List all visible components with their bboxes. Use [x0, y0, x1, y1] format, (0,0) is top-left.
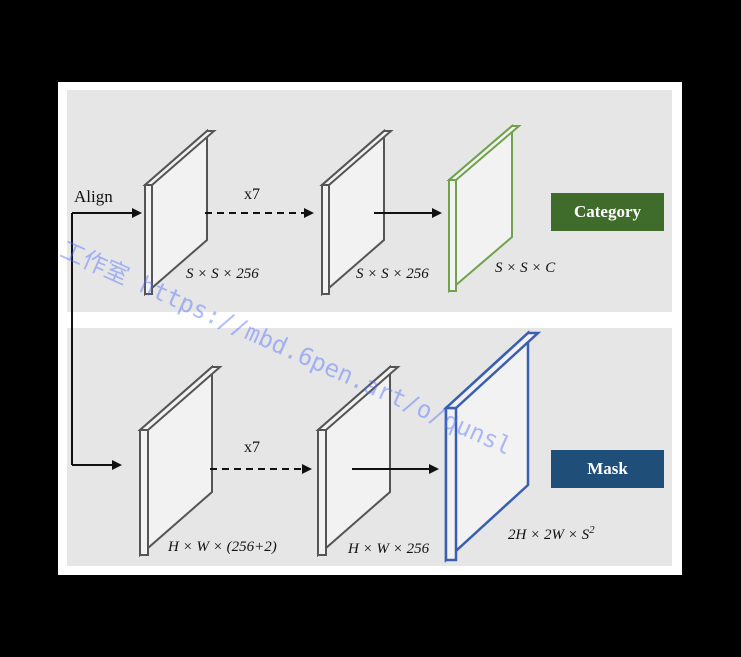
- align-label: Align: [74, 187, 113, 206]
- category-output-label: S × S × C: [495, 260, 556, 276]
- mask-badge: Mask: [551, 450, 664, 488]
- bottom-block-2: [315, 364, 401, 558]
- top-block-2: [319, 128, 394, 297]
- bottom-repeat-label: x7: [244, 439, 260, 456]
- input-connector: [71, 208, 142, 470]
- category-output-block: [446, 123, 522, 294]
- top-block-2-label: S × S × 256: [356, 266, 429, 282]
- category-badge: Category: [551, 193, 664, 231]
- top-repeat-label: x7: [244, 186, 260, 203]
- top-block-1-label: S × S × 256: [186, 266, 259, 282]
- bottom-block-2-label: H × W × 256: [348, 541, 430, 557]
- bottom-block-1-label: H × W × (256+2): [168, 539, 277, 555]
- top-block-1: [142, 128, 217, 297]
- bottom-block-1: [137, 364, 223, 558]
- mask-output-block: [442, 330, 542, 563]
- mask-output-label: 2H × 2W × S2: [508, 524, 595, 543]
